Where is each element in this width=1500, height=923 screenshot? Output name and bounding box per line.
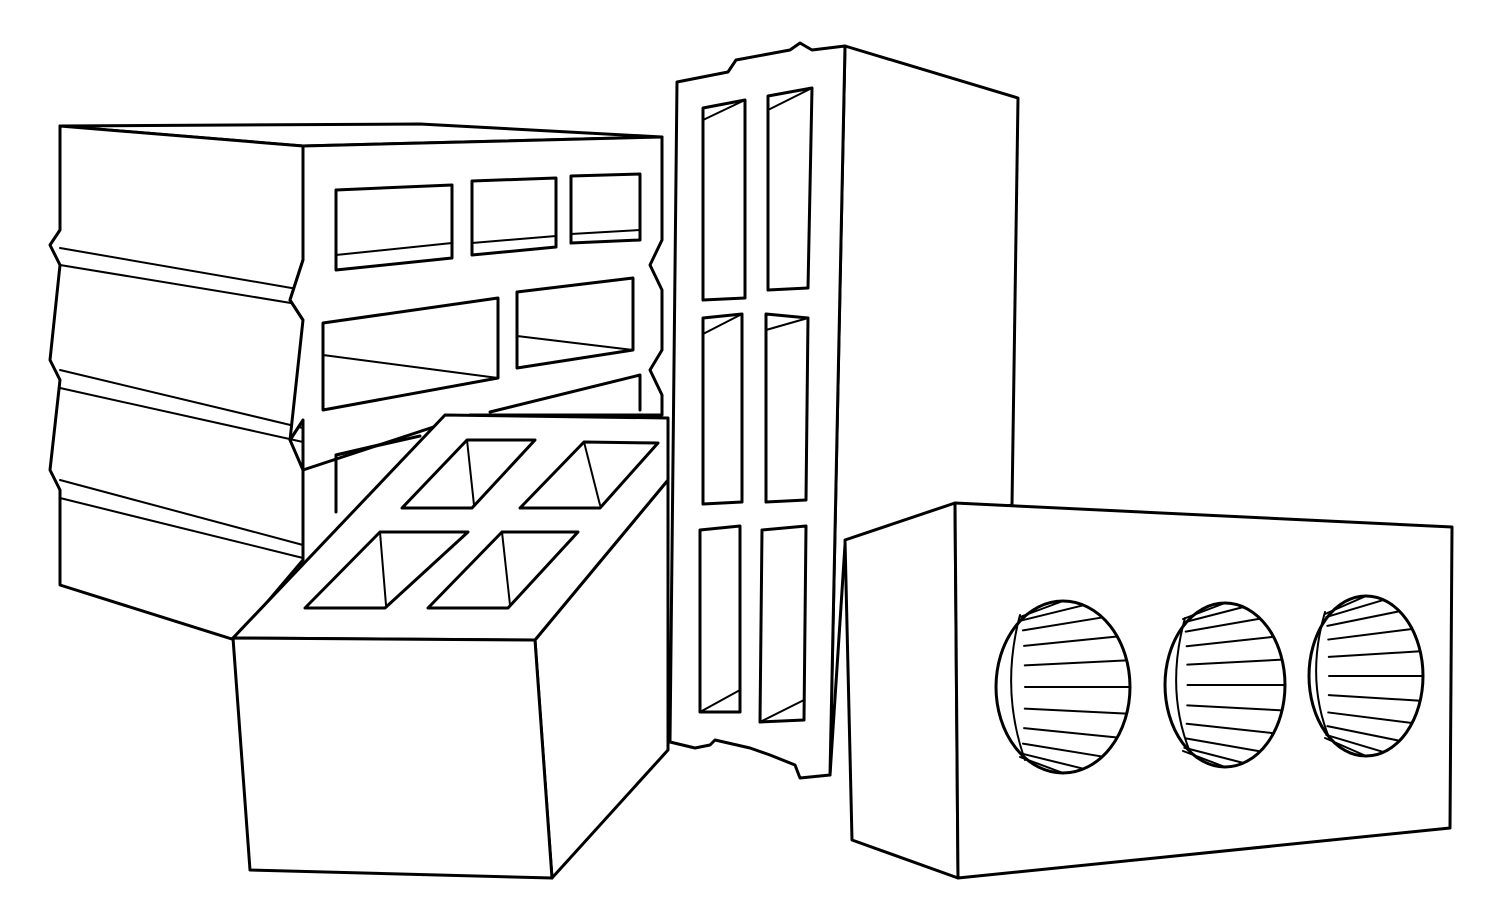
hole-ray <box>1324 595 1367 615</box>
hollow-concrete-block-icon <box>231 413 670 880</box>
hole-ray <box>1020 604 1085 622</box>
hole-ray <box>1185 722 1275 735</box>
hole-ray <box>1325 598 1385 619</box>
hole-ray <box>1182 602 1226 620</box>
hollow-clay-brick-icon <box>48 122 664 642</box>
hole-ray <box>1023 659 1128 667</box>
hole-ray <box>1023 707 1128 715</box>
hole-ray <box>1021 616 1104 632</box>
hole-ray <box>1023 727 1119 739</box>
hole-ray <box>1186 704 1284 712</box>
hole-ray <box>1023 635 1119 647</box>
hole-ray <box>1185 635 1275 648</box>
round-hole-right <box>1307 594 1425 758</box>
vertical-hollow-block-icon <box>668 41 1020 780</box>
hole-ray <box>1019 600 1064 618</box>
hole-ray <box>1327 650 1422 658</box>
hole-ray <box>1327 627 1414 641</box>
hole-ray <box>1326 610 1401 627</box>
hole-ray <box>1019 756 1064 774</box>
hole-ray <box>1183 606 1245 624</box>
hole-ray <box>1325 733 1385 754</box>
hole-ray <box>1326 725 1401 742</box>
hole-ray <box>1021 742 1104 758</box>
hole-ray <box>1327 694 1422 702</box>
hole-ray <box>1182 750 1226 768</box>
hole-ray <box>1020 752 1085 770</box>
hole-ray <box>1324 737 1367 757</box>
hole-ray <box>1184 617 1262 633</box>
hole-ray <box>1184 737 1262 753</box>
hole-ray <box>1327 711 1414 725</box>
round-hole-brick-icon <box>843 501 1454 880</box>
round-hole-left <box>994 599 1132 775</box>
hole-ray <box>1186 658 1284 666</box>
round-hole-middle <box>1163 601 1287 769</box>
hole-ray <box>1183 746 1245 764</box>
